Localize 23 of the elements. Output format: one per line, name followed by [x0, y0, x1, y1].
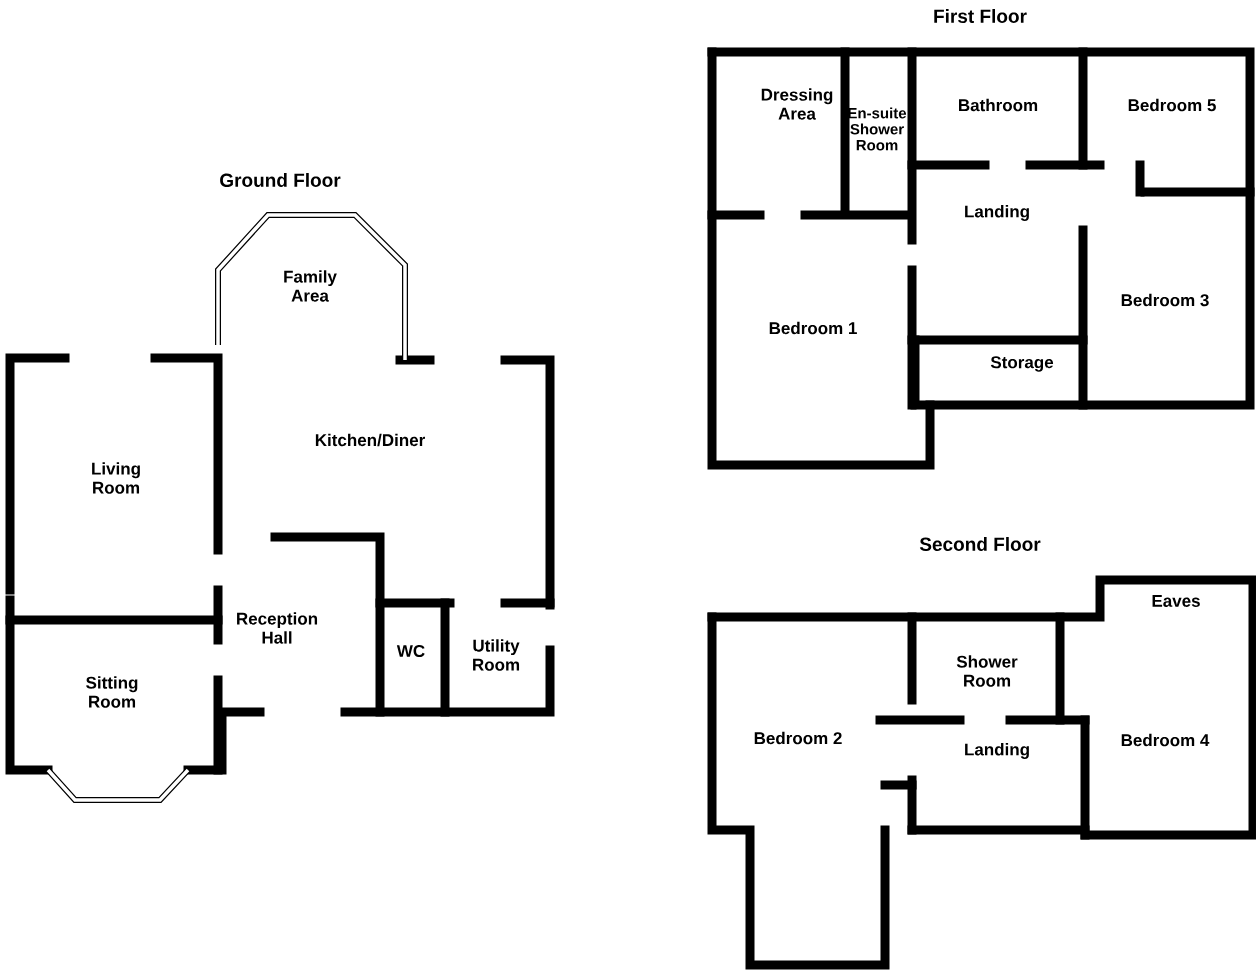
room-label: Kitchen/Diner: [315, 433, 425, 447]
room-label: Shower Room: [956, 655, 1018, 687]
floor-title: First Floor: [934, 9, 1027, 23]
room-label: Bedroom 4: [1121, 733, 1210, 747]
room-label: Bathroom: [959, 98, 1038, 112]
room-label: Living Room: [92, 462, 140, 494]
room-label: Family Area: [284, 270, 337, 302]
room-label: Sitting Room: [86, 676, 138, 708]
room-label: Reception Hall: [237, 612, 318, 644]
room-label: Bedroom 1: [769, 321, 857, 335]
room-label: Storage: [990, 356, 1054, 372]
room-label: Eaves: [1152, 595, 1200, 607]
room-label: Bedroom 3: [1121, 293, 1209, 307]
room-label: Dressing Area: [761, 88, 833, 120]
floor-title: Second Floor: [919, 537, 1041, 551]
floor-title: Ground Floor: [220, 173, 341, 187]
room-label: Bedroom 5: [1128, 98, 1216, 112]
room-label: Utility Room: [473, 639, 520, 671]
room-label: Landing: [965, 743, 1029, 759]
room-label: WC: [396, 645, 425, 657]
room-label: Bedroom 2: [754, 731, 842, 745]
room-label: En-suite Shower Room: [848, 107, 907, 151]
room-label: Landing: [965, 205, 1029, 221]
